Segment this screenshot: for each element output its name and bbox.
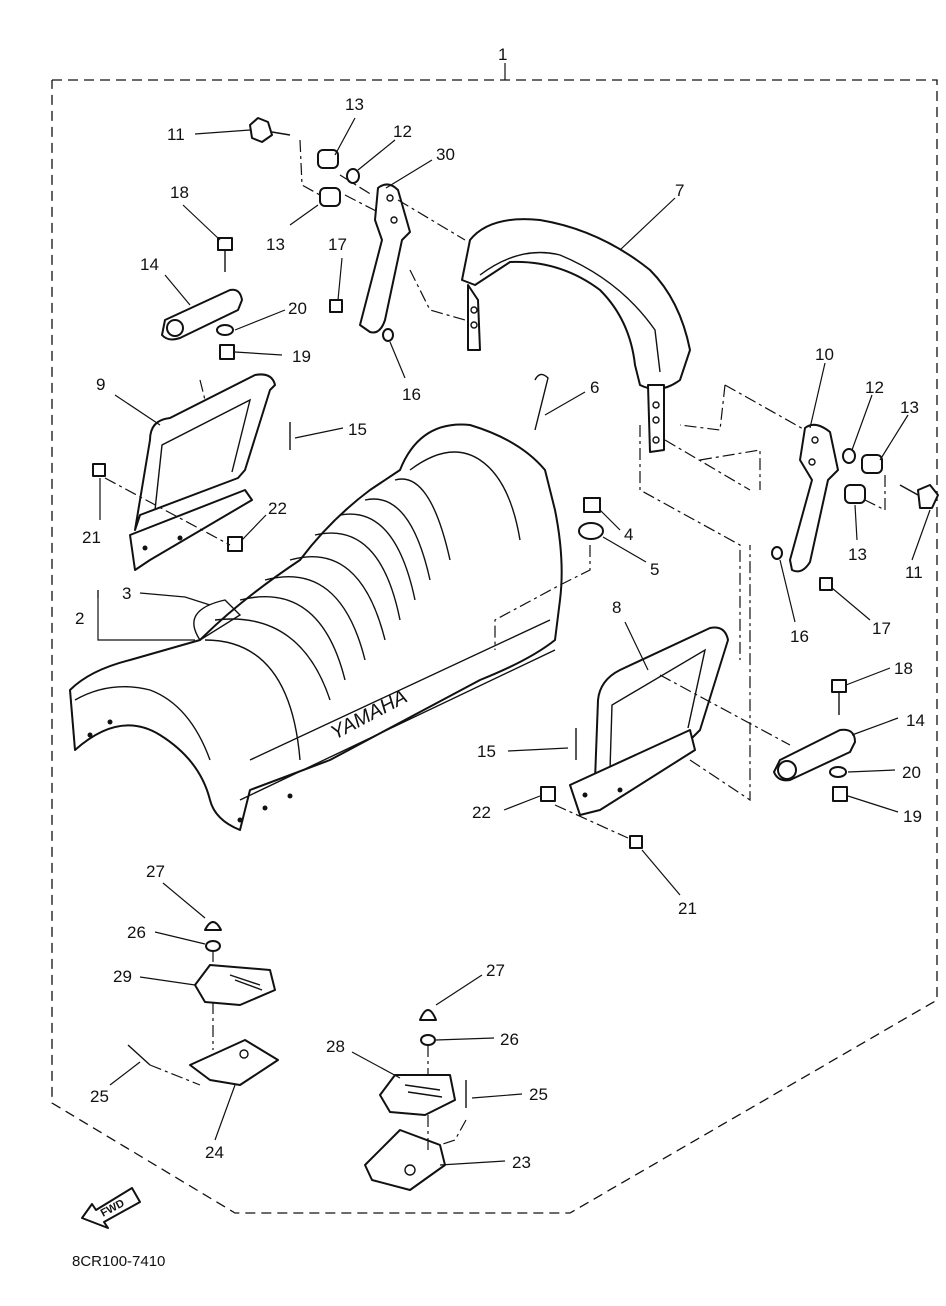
right-stay bbox=[789, 423, 839, 573]
callout-7: 7 bbox=[675, 181, 684, 200]
callout-15a: 15 bbox=[348, 420, 367, 439]
callout-25b: 25 bbox=[529, 1085, 548, 1104]
callout-20b: 20 bbox=[902, 763, 921, 782]
callout-25a: 25 bbox=[90, 1087, 109, 1106]
callout-8: 8 bbox=[612, 598, 621, 617]
bracket-29 bbox=[194, 964, 276, 1006]
bracket-24 bbox=[189, 1039, 279, 1086]
bracket-23 bbox=[364, 1129, 446, 1191]
callout-27b: 27 bbox=[486, 961, 505, 980]
callout-23: 23 bbox=[512, 1153, 531, 1172]
backrest bbox=[461, 218, 691, 453]
callout-4: 4 bbox=[624, 525, 633, 544]
callout-19b: 19 bbox=[903, 807, 922, 826]
callout-14a: 14 bbox=[140, 255, 159, 274]
callout-5: 5 bbox=[650, 560, 659, 579]
callout-3: 3 bbox=[122, 584, 131, 603]
callout-11a: 11 bbox=[167, 125, 185, 144]
callout-6: 6 bbox=[590, 378, 599, 397]
callout-9: 9 bbox=[96, 375, 105, 394]
callout-12a: 12 bbox=[393, 122, 412, 141]
callout-10: 10 bbox=[815, 345, 834, 364]
callout-11b: 11 bbox=[905, 563, 923, 582]
callout-12b: 12 bbox=[865, 378, 884, 397]
callout-29: 29 bbox=[113, 967, 132, 986]
fwd-arrow: FWD bbox=[81, 1187, 141, 1229]
callout-22a: 22 bbox=[268, 499, 287, 518]
diagram-code: 8CR100-7410 bbox=[72, 1253, 165, 1270]
callout-18b: 18 bbox=[894, 659, 913, 678]
callout-13d: 13 bbox=[848, 545, 867, 564]
callout-21a: 21 bbox=[82, 528, 101, 547]
left-grab-bar bbox=[129, 373, 276, 571]
right-grab-bar bbox=[569, 626, 729, 816]
callout-18a: 18 bbox=[170, 183, 189, 202]
callout-20a: 20 bbox=[288, 299, 307, 318]
bracket-28 bbox=[379, 1074, 456, 1116]
left-grip bbox=[161, 288, 243, 341]
callout-17a: 17 bbox=[328, 235, 347, 254]
assembly-lines bbox=[104, 139, 886, 1150]
callout-26b: 26 bbox=[500, 1030, 519, 1049]
callout-21b: 21 bbox=[678, 899, 697, 918]
callout-28: 28 bbox=[326, 1037, 345, 1056]
callout-14b: 14 bbox=[906, 711, 925, 730]
callout-26a: 26 bbox=[127, 923, 146, 942]
callout-16b: 16 bbox=[790, 627, 809, 646]
leader-lines bbox=[97, 117, 931, 1166]
callout-15b: 15 bbox=[477, 742, 496, 761]
callout-labels: 1 2 3 4 5 6 7 8 9 10 11 11 12 12 13 13 1… bbox=[75, 45, 925, 1172]
callout-1: 1 bbox=[498, 45, 507, 64]
left-stay bbox=[359, 183, 411, 334]
callout-2: 2 bbox=[75, 609, 84, 628]
callout-30: 30 bbox=[436, 145, 455, 164]
callout-24: 24 bbox=[205, 1143, 224, 1162]
callout-13a: 13 bbox=[345, 95, 364, 114]
assembly-boundary bbox=[51, 79, 938, 1214]
right-grip bbox=[773, 728, 856, 782]
callout-13b: 13 bbox=[266, 235, 285, 254]
callout-22b: 22 bbox=[472, 803, 491, 822]
callout-17b: 17 bbox=[872, 619, 891, 638]
callout-13c: 13 bbox=[900, 398, 919, 417]
hardware bbox=[92, 117, 939, 1108]
callout-19a: 19 bbox=[292, 347, 311, 366]
callout-27a: 27 bbox=[146, 862, 165, 881]
callout-16a: 16 bbox=[402, 385, 421, 404]
